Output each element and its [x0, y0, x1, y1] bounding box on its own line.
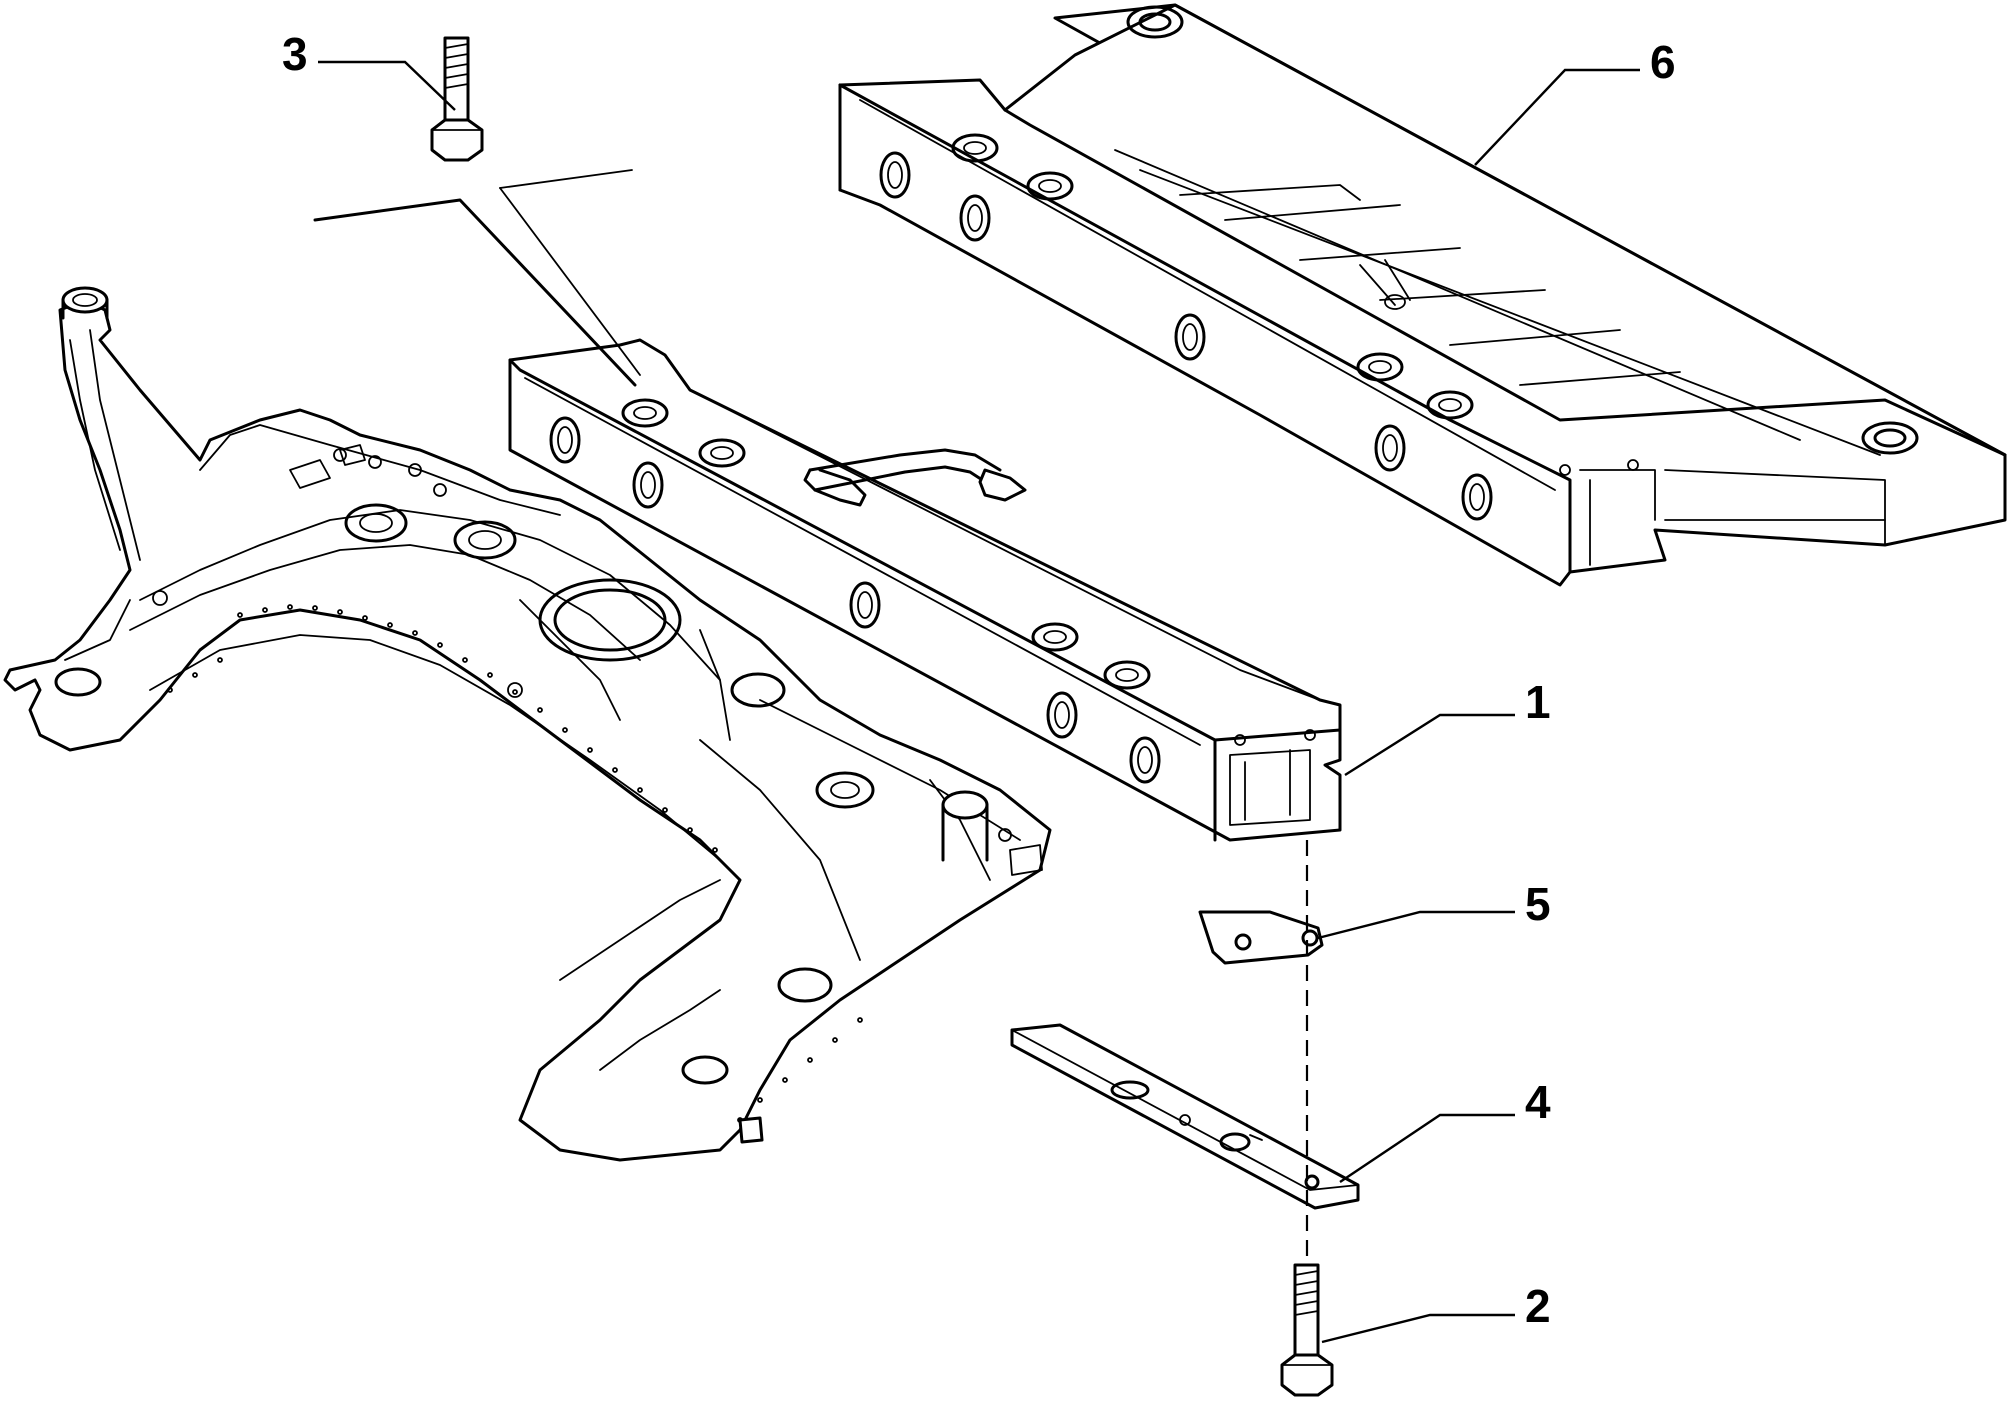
part-3-bolt	[430, 36, 484, 162]
part-1-front-rail	[508, 338, 1342, 842]
bolt-3-reference-lines	[313, 169, 641, 387]
part-4-shim	[1010, 1023, 1360, 1210]
callout-6: 6	[1650, 36, 1676, 88]
callout-1: 1	[1525, 676, 1551, 728]
callout-5: 5	[1525, 878, 1551, 930]
part-5-plate	[1198, 910, 1324, 965]
callout-2: 2	[1525, 1280, 1551, 1332]
callout-leaders	[318, 60, 1640, 1344]
subframe-crossmember	[3, 286, 1052, 1162]
callout-numbers: 3 6 1 5 4 2	[282, 28, 1676, 1332]
callout-3: 3	[282, 28, 308, 80]
part-2-bolt	[1280, 1263, 1334, 1397]
callout-4: 4	[1525, 1076, 1551, 1128]
part-6-rear-rail	[838, 3, 2007, 587]
